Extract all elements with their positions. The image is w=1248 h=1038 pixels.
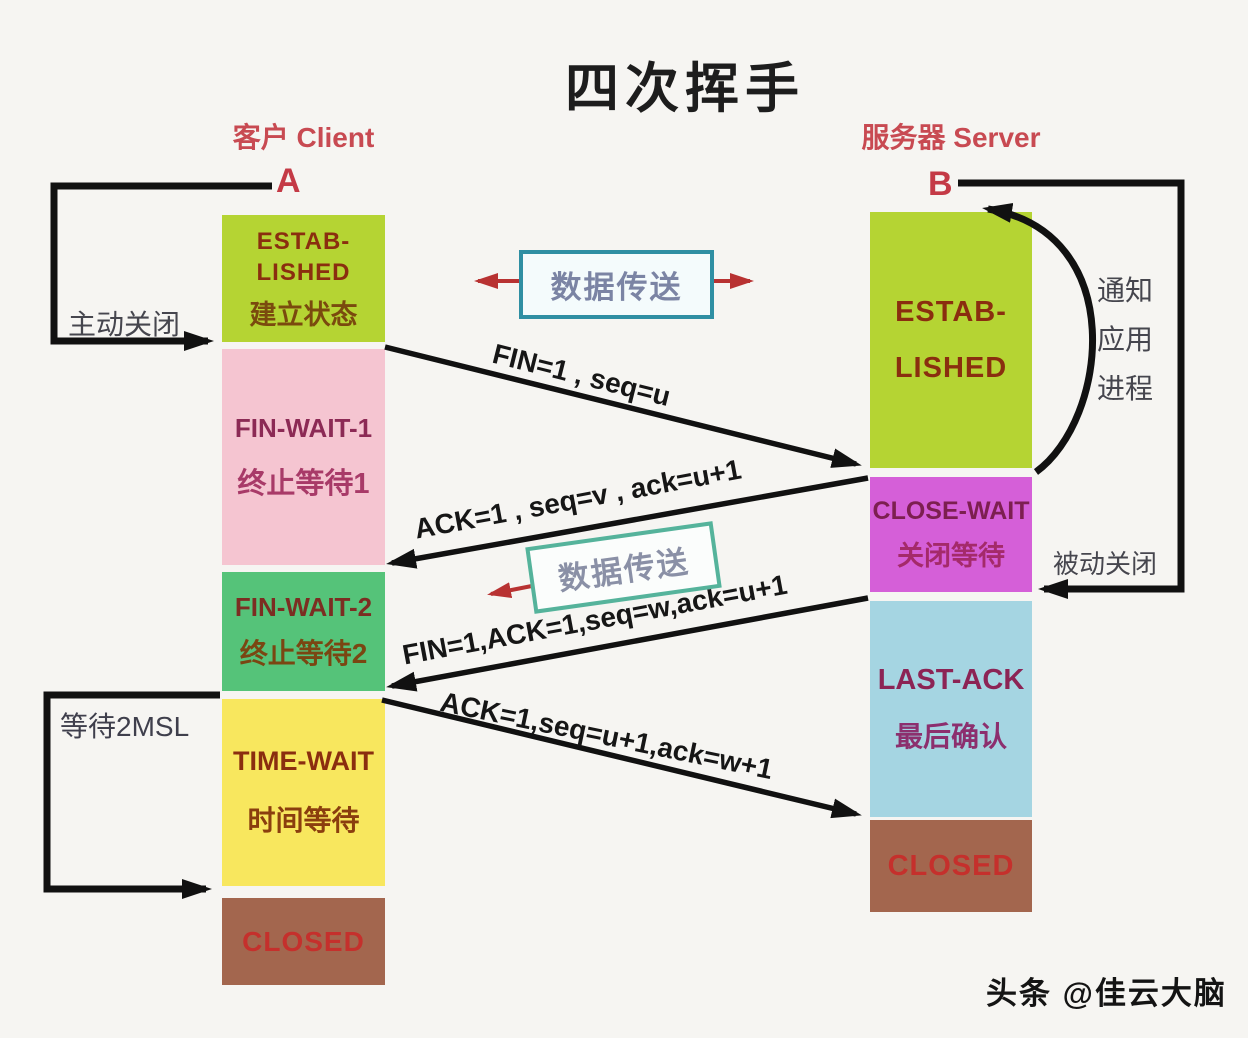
state-label-en: LISHED: [894, 352, 1008, 384]
data-transfer-box-top: 数据传送: [519, 250, 714, 319]
message-ack-seq-u1: ACK=1,seq=u+1,ack=w+1: [437, 686, 776, 786]
server-endpoint-b: B: [928, 165, 953, 203]
passive-close-label: 被动关闭: [1053, 549, 1158, 579]
state-label-zh: 最后确认: [894, 720, 1007, 752]
state-label-en: TIME-WAIT: [233, 746, 374, 776]
server-state-last-ack: LAST-ACK 最后确认: [870, 601, 1032, 817]
notify-line-3: 进程: [1096, 373, 1153, 404]
state-label-en: CLOSED: [242, 925, 365, 957]
diagram-title: 四次挥手: [565, 59, 805, 119]
state-label-en: CLOSED: [887, 849, 1015, 882]
server-label: 服务器 Server: [861, 122, 1041, 153]
state-label-zh: 关闭等待: [897, 540, 1005, 571]
server-state-close-wait: CLOSE-WAIT 关闭等待: [870, 477, 1032, 592]
state-label-en: LISHED: [256, 258, 351, 286]
client-state-closed: CLOSED: [222, 898, 385, 985]
state-label-en: FIN-WAIT-2: [234, 591, 373, 622]
client-state-established: ESTAB- LISHED 建立状态: [222, 215, 385, 342]
client-state-fin-wait-2: FIN-WAIT-2 终止等待2: [222, 572, 385, 691]
state-label-en: FIN-WAIT-1: [234, 412, 373, 443]
notify-line-1: 通知: [1096, 275, 1153, 306]
arrow-fin-seq-u: [384, 344, 862, 468]
state-label-en: LAST-ACK: [877, 663, 1025, 696]
notify-application-label: 通知 应用 进程: [1093, 266, 1157, 413]
active-close-label: 主动关闭: [68, 309, 181, 340]
server-state-closed: CLOSED: [870, 820, 1032, 912]
state-label-zh: 终止等待1: [237, 467, 370, 500]
client-endpoint-a: A: [276, 162, 301, 200]
client-label: 客户 Client: [232, 122, 375, 153]
server-state-established: ESTAB- LISHED: [870, 212, 1032, 468]
message-fin-seq-u: FIN=1 , seq=u: [489, 338, 674, 413]
client-state-time-wait: TIME-WAIT 时间等待: [222, 699, 385, 886]
notify-line-2: 应用: [1096, 324, 1153, 355]
state-label-zh: 建立状态: [249, 299, 358, 330]
wait-2msl-label: 等待2MSL: [60, 711, 190, 742]
state-label-zh: 时间等待: [247, 805, 360, 836]
watermark: 头条 @佳云大脑: [986, 976, 1227, 1011]
state-label-en: ESTAB-: [256, 227, 351, 255]
client-state-fin-wait-1: FIN-WAIT-1 终止等待1: [222, 349, 385, 565]
state-label-zh: 终止等待2: [239, 637, 368, 669]
state-label-en: CLOSE-WAIT: [872, 496, 1030, 525]
state-label-en: ESTAB-: [895, 296, 1007, 328]
